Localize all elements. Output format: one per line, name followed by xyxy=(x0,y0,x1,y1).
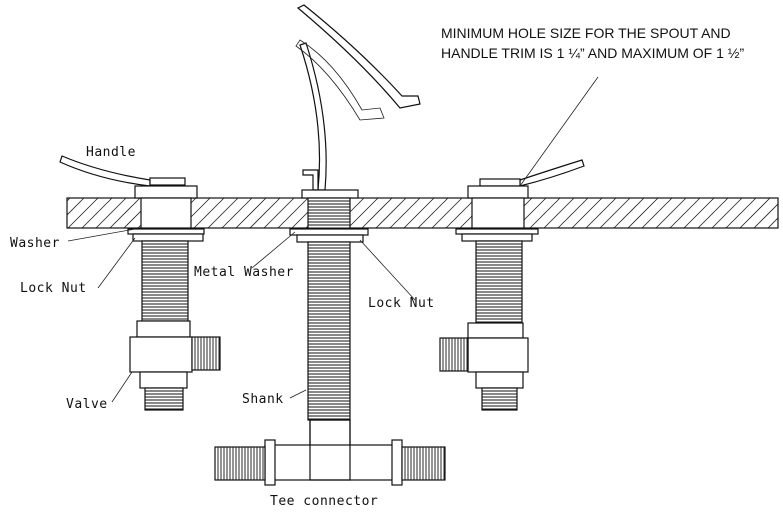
thread xyxy=(307,197,351,231)
hatch-line xyxy=(375,198,407,228)
hole-size-note-line1: MINIMUM HOLE SIZE FOR THE SPOUT AND xyxy=(441,25,731,41)
tee-body xyxy=(264,444,401,481)
hatch-line xyxy=(109,198,141,228)
thread xyxy=(144,387,184,411)
hatch-line xyxy=(431,198,463,228)
hatch-line xyxy=(571,198,603,228)
hatch-line xyxy=(767,217,778,228)
right-valve xyxy=(467,337,529,373)
thread xyxy=(141,240,189,322)
spout-assembly xyxy=(214,4,446,486)
spout-lever xyxy=(296,4,421,109)
hatch-line xyxy=(67,198,99,228)
hatch-line xyxy=(697,198,729,228)
hatch-line xyxy=(193,198,225,228)
hatch-line xyxy=(347,198,379,228)
thread xyxy=(214,446,266,481)
hatch-line xyxy=(207,198,239,228)
hatch-line xyxy=(67,198,71,202)
center-lock-nut xyxy=(296,234,364,243)
hatch-line xyxy=(557,198,589,228)
label-valve: Valve xyxy=(66,397,108,412)
label-lock-nut-center: Lock Nut xyxy=(368,296,435,311)
hatch-line xyxy=(585,198,617,228)
hatch-line xyxy=(445,198,477,228)
hatch-line xyxy=(739,198,771,228)
hatch-line xyxy=(81,198,113,228)
hatch-line xyxy=(529,198,561,228)
left-washer xyxy=(127,228,205,235)
thread xyxy=(475,240,523,324)
hatch-line xyxy=(683,198,715,228)
hatch-line xyxy=(277,198,309,228)
hatch-line xyxy=(95,198,127,228)
label-tee-connector: Tee connector xyxy=(270,494,378,509)
countertop xyxy=(66,197,779,229)
label-metal-washer: Metal Washer xyxy=(194,265,294,280)
left-lock-nut xyxy=(132,233,204,242)
hatch-line xyxy=(403,198,435,228)
thread xyxy=(481,387,518,411)
label-lock-nut-left: Lock Nut xyxy=(20,281,87,296)
hatch-line xyxy=(417,198,449,228)
hatch-line xyxy=(235,198,267,228)
spout-tube xyxy=(299,42,327,191)
hatch-line xyxy=(543,198,575,228)
hatch-line xyxy=(711,198,743,228)
hatch-line xyxy=(627,198,659,228)
hatch-line xyxy=(613,198,645,228)
hatch-line xyxy=(641,198,673,228)
hatch-line xyxy=(67,198,85,216)
left-handle-assembly xyxy=(59,155,221,411)
right-handle xyxy=(519,159,585,187)
thread xyxy=(401,446,446,481)
hatch-line xyxy=(669,198,701,228)
thread xyxy=(439,337,469,372)
hatch-line xyxy=(249,198,281,228)
hatch-line xyxy=(263,198,295,228)
label-washer: Washer xyxy=(10,236,60,251)
hatch-line xyxy=(725,198,757,228)
thread xyxy=(191,336,221,371)
hatch-line xyxy=(753,203,778,228)
hatch-line xyxy=(361,198,393,228)
hatch-line xyxy=(599,198,631,228)
label-handle: Handle xyxy=(86,145,136,160)
hatch-line xyxy=(655,198,687,228)
hatch-line xyxy=(389,198,421,228)
label-shank: Shank xyxy=(242,392,284,407)
metal-washer xyxy=(289,228,369,236)
hole-size-note-line2: HANDLE TRIM IS 1 ¼” AND MAXIMUM OF 1 ½” xyxy=(441,45,744,61)
left-handle xyxy=(59,155,151,187)
thread xyxy=(307,241,351,421)
left-valve xyxy=(129,336,193,373)
right-handle-assembly xyxy=(439,159,585,411)
leader-lines xyxy=(67,76,599,403)
hatch-line xyxy=(221,198,253,228)
